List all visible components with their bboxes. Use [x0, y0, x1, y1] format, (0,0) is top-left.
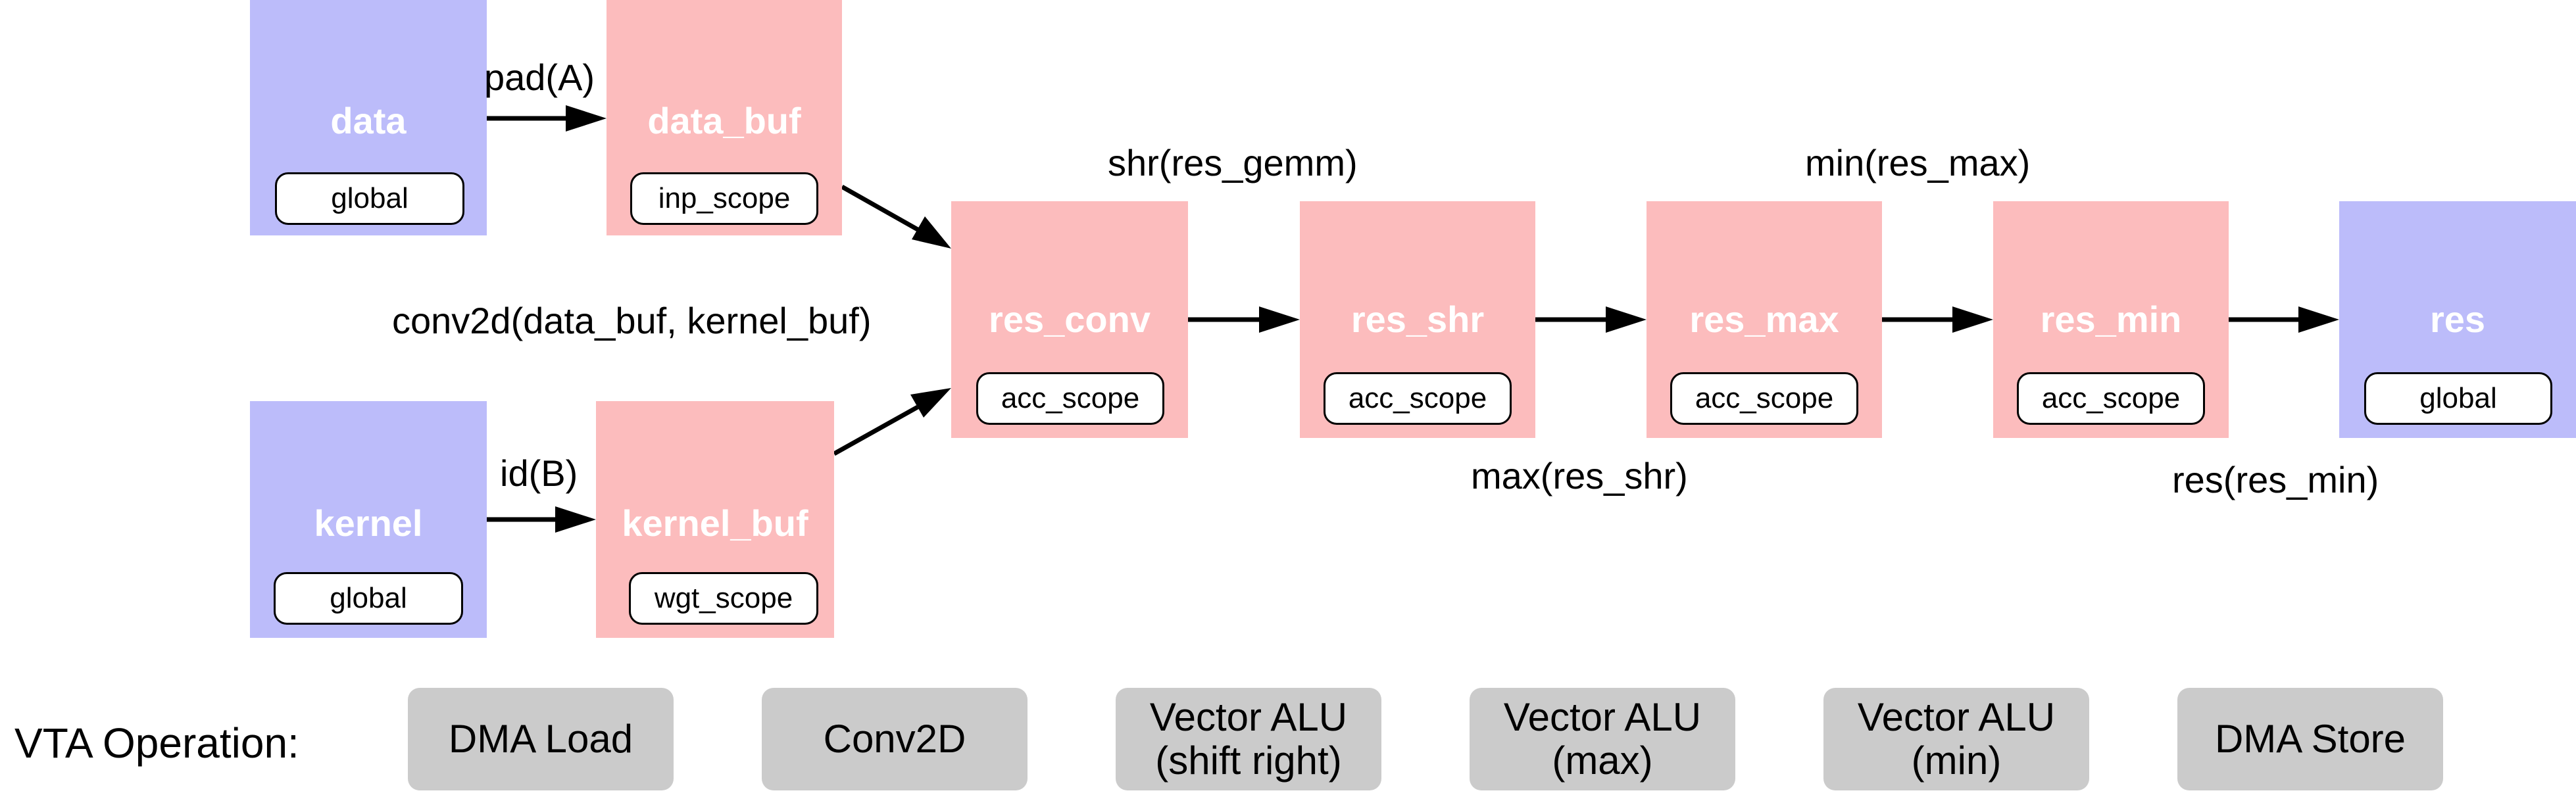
arrowhead-data-to-data-buf	[566, 105, 607, 132]
node-res-scope: global	[2364, 372, 2552, 425]
node-res: res global	[2339, 201, 2576, 438]
node-res-min-name: res_min	[2040, 299, 2182, 340]
node-kernel: kernel global	[250, 401, 487, 638]
node-data-buf-name: data_buf	[647, 100, 801, 141]
arrowhead-data-buf-to-res-conv	[912, 216, 951, 249]
node-res-shr: res_shr acc_scope	[1300, 201, 1535, 438]
vta-op-alu-max: Vector ALU (max)	[1470, 688, 1735, 790]
vta-op-dma-store: DMA Store	[2177, 688, 2443, 790]
arrowhead-res-max-to-res-min	[1952, 306, 1993, 333]
arrowhead-res-conv-to-res-shr	[1259, 306, 1300, 333]
edge-label-shr: shr(res_gemm)	[1108, 142, 1358, 183]
arrowhead-res-min-to-res	[2298, 306, 2339, 333]
node-data-buf-scope: inp_scope	[630, 172, 818, 225]
node-kernel-scope: global	[274, 572, 463, 625]
vta-op-label: Vector ALU (shift right)	[1149, 695, 1348, 783]
vta-op-label: Vector ALU (max)	[1503, 695, 1702, 783]
arrow-kernel-buf-to-res-conv	[833, 404, 919, 456]
node-res-name: res	[2429, 299, 2486, 340]
node-kernel-name: kernel	[314, 502, 423, 544]
node-res-min: res_min acc_scope	[1993, 201, 2229, 438]
node-res-max-scope: acc_scope	[1670, 372, 1858, 425]
node-kernel-buf: kernel_buf wgt_scope	[596, 401, 834, 638]
edge-label-id: id(B)	[500, 452, 578, 494]
node-res-conv-scope: acc_scope	[976, 372, 1164, 425]
vta-op-alu-min: Vector ALU (min)	[1823, 688, 2089, 790]
node-res-conv-name: res_conv	[989, 299, 1151, 340]
node-kernel-buf-name: kernel_buf	[622, 502, 808, 544]
edge-label-conv2d: conv2d(data_buf, kernel_buf)	[392, 300, 872, 341]
vta-op-alu-shift-right: Vector ALU (shift right)	[1116, 688, 1381, 790]
node-data-name: data	[330, 100, 407, 141]
node-res-max: res_max acc_scope	[1647, 201, 1882, 438]
node-res-max-name: res_max	[1689, 299, 1839, 340]
node-res-min-scope: acc_scope	[2017, 372, 2205, 425]
edge-label-res: res(res_min)	[2172, 459, 2379, 500]
arrowhead-kernel-to-kernel-buf	[555, 506, 596, 533]
vta-op-conv2d: Conv2D	[762, 688, 1028, 790]
node-res-shr-scope: acc_scope	[1324, 372, 1512, 425]
node-res-shr-name: res_shr	[1350, 299, 1485, 340]
node-data: data global	[250, 0, 487, 235]
node-kernel-buf-scope: wgt_scope	[629, 572, 818, 625]
vta-op-label: DMA Load	[448, 717, 633, 761]
arrowhead-kernel-buf-to-res-conv	[910, 388, 951, 418]
edge-label-pad: pad(A)	[484, 57, 595, 98]
edge-label-max: max(res_shr)	[1471, 455, 1688, 496]
vta-op-label: DMA Store	[2214, 717, 2406, 761]
node-res-conv: res_conv acc_scope	[951, 201, 1188, 438]
vta-op-label: Vector ALU (min)	[1857, 695, 2056, 783]
edge-label-min: min(res_max)	[1805, 142, 2031, 183]
vta-op-label: Conv2D	[823, 717, 966, 761]
arrowhead-res-shr-to-res-max	[1606, 306, 1647, 333]
vta-op-dma-load: DMA Load	[408, 688, 674, 790]
node-data-buf: data_buf inp_scope	[607, 0, 842, 235]
vta-heading: VTA Operation:	[14, 719, 299, 767]
node-data-scope: global	[275, 172, 464, 225]
arrow-data-buf-to-res-conv	[841, 184, 919, 232]
